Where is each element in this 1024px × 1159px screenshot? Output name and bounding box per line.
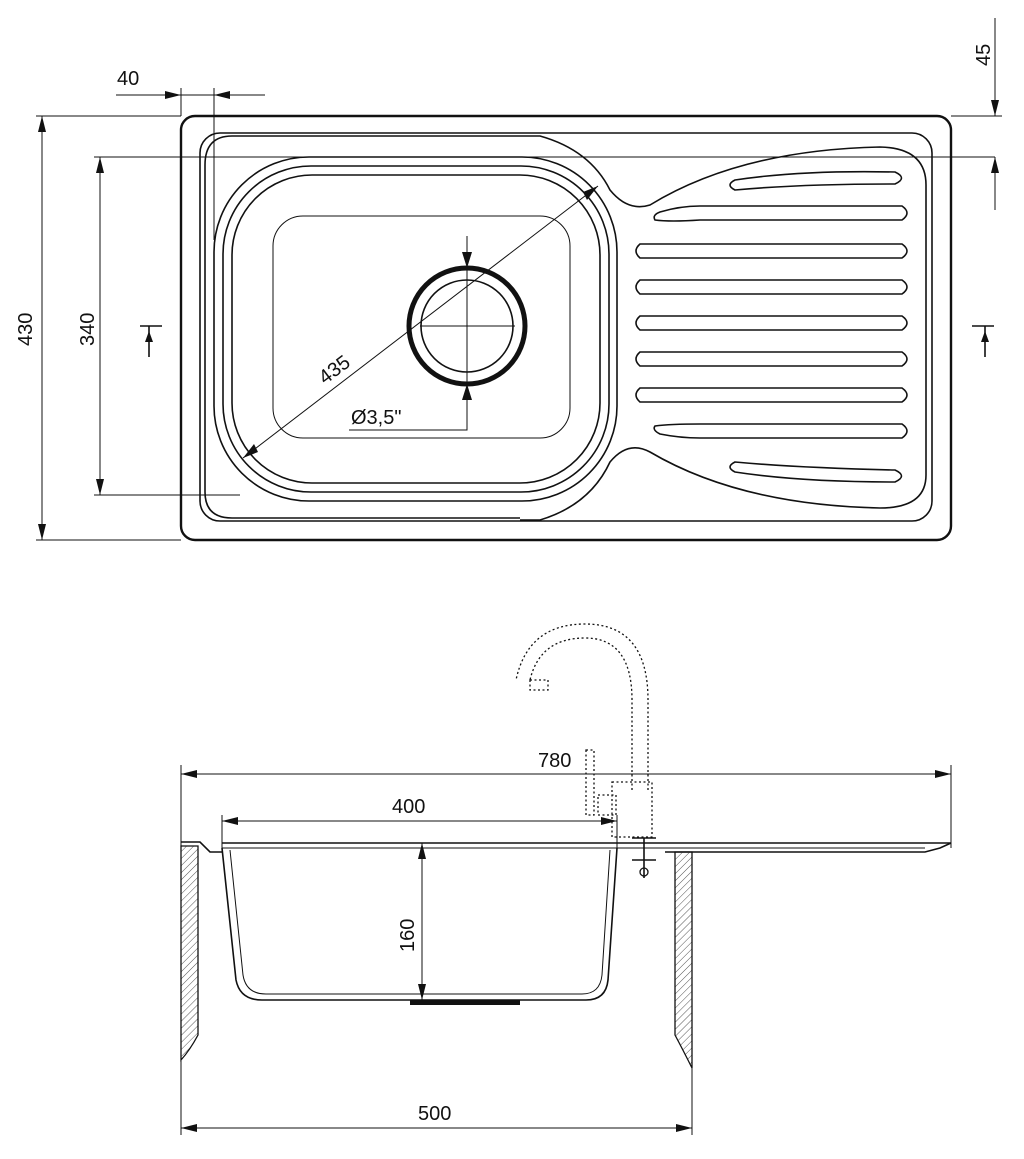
bowl-height-label: 160 xyxy=(397,919,419,952)
sink-top-edge xyxy=(181,841,222,853)
width-780-arrow-left xyxy=(181,770,197,778)
drainer-groove xyxy=(635,315,908,331)
width-500-arrow-left xyxy=(181,1124,197,1132)
section-marker-right xyxy=(972,325,994,357)
drainer-groove xyxy=(635,351,908,367)
drainer-groove xyxy=(653,423,908,439)
diagonal-label: 435 xyxy=(315,351,355,389)
top-view: Ø3,5" 435 xyxy=(15,18,1002,542)
bowl-drainer-outline xyxy=(520,135,927,521)
diagonal-arrow-a xyxy=(243,444,258,458)
bowl-outer-press xyxy=(204,135,520,519)
overall-depth-label: 430 xyxy=(15,313,37,346)
side-view: 780 400 160 xyxy=(180,623,952,1135)
drainer-groove xyxy=(635,279,908,295)
top-offset-label: 45 xyxy=(973,44,995,66)
width-400-arrow-right xyxy=(601,817,617,825)
overall-width-label: 780 xyxy=(538,750,571,772)
sink-inner-rim xyxy=(199,132,933,522)
offset-45-arrow-b xyxy=(991,157,999,173)
cabinet-width-label: 500 xyxy=(418,1103,451,1125)
depth-430-arrow-top xyxy=(38,116,46,132)
depth-340-arrow-top xyxy=(96,157,104,173)
bowl-width-label: 400 xyxy=(392,796,425,818)
cabinet-wall-left xyxy=(180,845,199,1062)
depth-430-arrow-bottom xyxy=(38,524,46,540)
drainer-groove xyxy=(635,387,908,403)
bowl-profile-inner xyxy=(229,849,611,995)
drain-arrow-up xyxy=(462,252,472,268)
bowl-depth-label: 340 xyxy=(77,313,99,346)
sink-outer-rim xyxy=(179,114,953,542)
depth-340-arrow-bottom xyxy=(96,479,104,495)
bowl-bottom xyxy=(272,215,571,439)
drain-outlet xyxy=(410,1000,520,1005)
width-500-arrow-right xyxy=(676,1124,692,1132)
diagonal-arrow-b xyxy=(583,186,598,200)
drainer-groove xyxy=(729,170,903,191)
bowl-edge-mid xyxy=(222,165,610,493)
edge-offset-label: 40 xyxy=(117,68,139,90)
drain-leader xyxy=(349,400,468,431)
height-160-arrow-bottom xyxy=(418,984,426,1000)
diagonal-dimension-line xyxy=(242,185,599,459)
width-780-arrow-right xyxy=(935,770,951,778)
faucet-outline xyxy=(515,623,653,838)
cabinet-wall-right xyxy=(674,851,693,1069)
section-marker-left xyxy=(140,325,162,357)
drainer-groove xyxy=(729,461,903,483)
sink-right-lip xyxy=(665,842,952,853)
drainer-groove xyxy=(635,243,908,259)
width-400-arrow-left xyxy=(222,817,238,825)
faucet-fixing xyxy=(632,837,656,878)
bowl-edge-outer xyxy=(213,156,618,502)
bowl-edge-inner xyxy=(231,174,601,484)
offset-45-arrow-a xyxy=(991,100,999,116)
drainer-grooves xyxy=(635,170,908,483)
offset-40-arrow-b xyxy=(214,91,230,99)
height-160-arrow-top xyxy=(418,843,426,859)
drain-arrow-down xyxy=(462,384,472,400)
drain-label: Ø3,5" xyxy=(351,407,401,429)
drainer-groove xyxy=(653,205,908,222)
bowl-profile-outer xyxy=(221,847,618,1001)
offset-40-arrow-a xyxy=(165,91,181,99)
